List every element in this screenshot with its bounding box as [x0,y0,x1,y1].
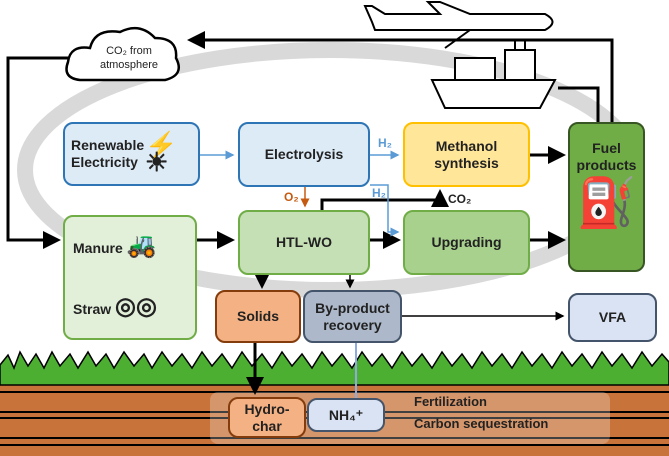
methanol-label: Methanol synthesis [434,137,499,171]
cloud-line2: atmosphere [99,59,159,71]
manure-straw-box: Manure 🚜 Straw ◎◎ [63,215,197,340]
manure-label: Manure [73,240,123,257]
htl-label: HTL-WO [276,234,332,250]
fuel-pump-icon: ⛽ [576,177,637,230]
grass-icon [0,350,669,386]
carbon-sequestration-label: Carbon sequestration [414,416,549,431]
straw-bale-icon: ◎◎ [115,292,157,320]
h2-top-label: H₂ [378,136,392,150]
o2-label: O₂ [284,190,299,204]
hydrochar-label: Hydro-char [244,400,290,434]
tractor-icon: 🚜 [126,232,157,260]
electrolysis-label: Electrolysis [264,146,344,162]
ship-icon [430,39,557,109]
nh4-label: NH₄⁺ [328,406,364,423]
co2-label: CO₂ [448,192,472,206]
renewable-label: Renewable Electricity [71,137,145,170]
solids-label: Solids [236,308,279,324]
methanol-box: Methanol synthesis [403,122,530,187]
fuel-products-box: Fuel products ⛽ [568,122,645,272]
fertilization-label: Fertilization [414,394,487,409]
h2-mid-label: H₂ [372,186,386,200]
upgrading-box: Upgrading [403,210,530,275]
byproduct-label: By-product recovery [315,299,390,333]
solids-box: Solids [215,290,301,343]
renewable-electricity-box: Renewable Electricity ⚡☀ [63,122,200,186]
straw-label: Straw [73,300,112,317]
upgrading-label: Upgrading [431,234,502,250]
byproduct-box: By-product recovery [303,290,402,343]
fuel-label: Fuel products [576,140,637,173]
electrolysis-box: Electrolysis [238,122,370,187]
vfa-box: VFA [568,293,657,342]
cloud-icon [65,26,180,82]
nh4-box: NH₄⁺ [307,398,385,432]
wind-turbine-solar-icon: ⚡☀ [145,130,178,177]
hydrochar-box: Hydro-char [228,397,306,438]
vfa-label: VFA [598,309,627,325]
cloud-line1: CO₂ from [106,45,152,57]
htl-wo-box: HTL-WO [238,210,370,275]
